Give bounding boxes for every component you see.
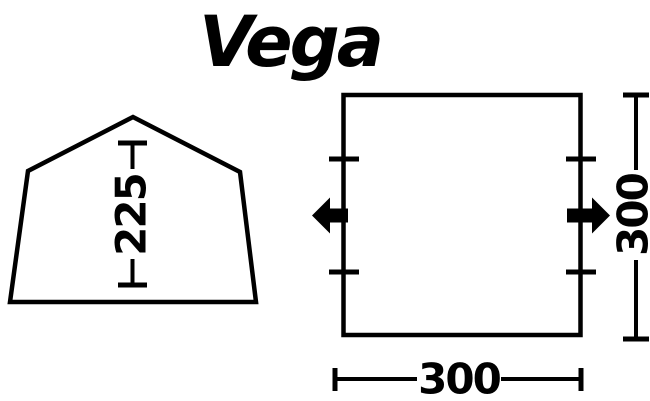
side-view-group: 225 [7,114,259,305]
depth-dimension: 300 [609,92,650,342]
right-entrance-arrow-icon [567,197,610,234]
tent-side-profile-outline [7,114,259,305]
floor-plan-group: 300 300 [312,92,650,401]
height-dimension: 225 [107,140,156,288]
depth-dimension-label: 300 [609,173,650,255]
width-dimension: 300 [332,355,584,401]
width-dimension-label: 300 [418,355,500,401]
floor-plan-outline [341,92,583,338]
left-entrance-arrow-icon [312,197,348,234]
product-title: Vega [199,1,381,83]
height-dimension-label: 225 [107,174,156,256]
